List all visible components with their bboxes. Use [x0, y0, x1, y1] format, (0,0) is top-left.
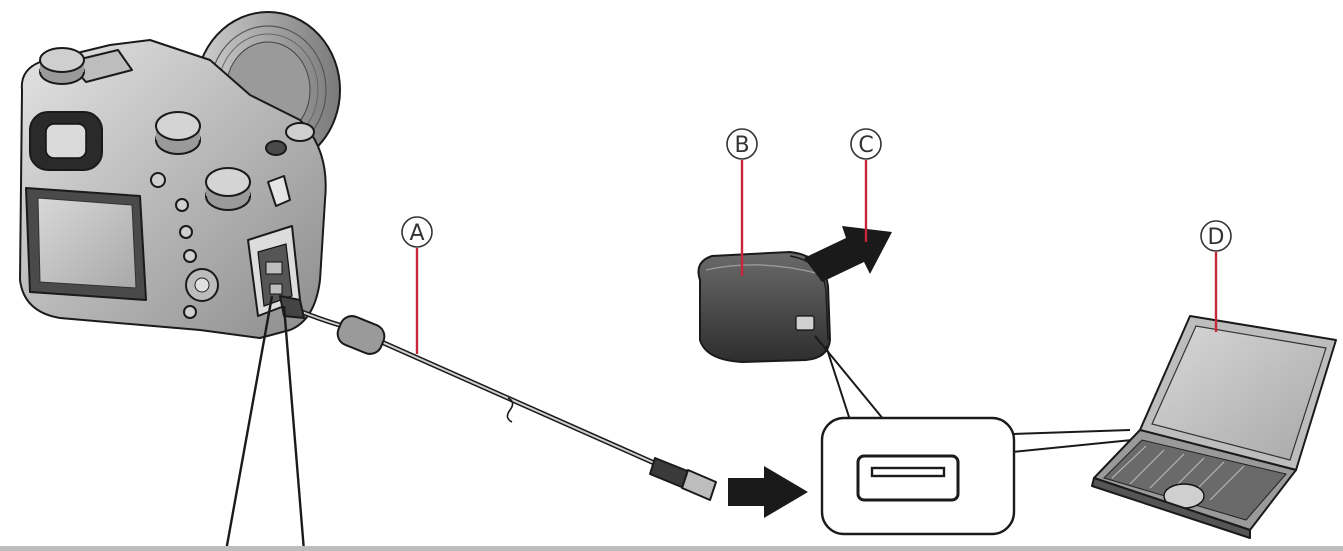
- callout-a: A: [401, 216, 433, 354]
- camera-eyecup: [29, 111, 103, 171]
- camera: [19, 11, 341, 339]
- callout-d: D: [1200, 220, 1232, 332]
- callout-c-label: C: [858, 133, 873, 158]
- camera-top-dial-left: [155, 111, 201, 155]
- camera-top-dial-right: [205, 167, 251, 211]
- insert-arrow: [728, 466, 808, 518]
- callout-c: C: [850, 128, 882, 242]
- callout-b: B: [726, 128, 758, 276]
- usb-a-plug: [649, 457, 717, 501]
- terminal-leader-lines: [224, 295, 306, 551]
- camera-rear-screen: [25, 187, 147, 301]
- camera-strap-lug: [267, 175, 291, 207]
- ac-adapter: [697, 251, 831, 363]
- laptop: [1091, 315, 1337, 539]
- callout-b-label: B: [734, 133, 749, 158]
- usb-port-icon: [856, 454, 960, 502]
- ac-adapter-usb-port: [795, 315, 815, 331]
- bottom-divider: [0, 546, 1343, 551]
- usb-port-zoom: [814, 335, 1133, 536]
- cable-break-mark: [506, 397, 514, 423]
- callout-d-label: D: [1208, 225, 1225, 250]
- usb-cable: [279, 295, 717, 501]
- camera-shutter-button: [265, 122, 315, 156]
- ferrite-core: [336, 315, 386, 355]
- micro-usb-plug: [279, 295, 305, 319]
- camera-rear-buttons: [150, 172, 219, 319]
- camera-terminal-door: [247, 225, 301, 317]
- callout-a-label: A: [409, 221, 424, 246]
- outlet-arrow: [804, 226, 892, 282]
- camera-mode-dial: [39, 47, 85, 85]
